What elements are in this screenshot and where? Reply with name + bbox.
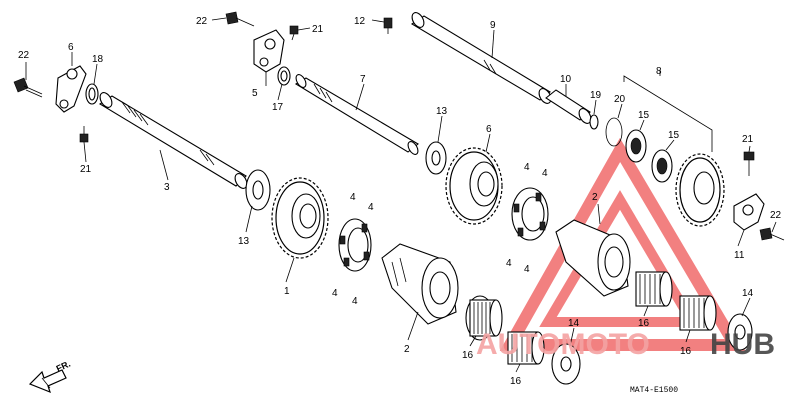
bracket-5 xyxy=(253,29,285,73)
label-4-f: 4 xyxy=(542,168,548,179)
label-13-right: 13 xyxy=(436,106,448,117)
gear-2-right xyxy=(555,219,631,297)
circlip-19 xyxy=(589,114,599,130)
gear-2-center xyxy=(381,243,459,325)
snap-ring-20 xyxy=(605,117,623,147)
shaft-7 xyxy=(294,74,419,155)
label-4-a: 4 xyxy=(350,192,356,203)
washer-13-left xyxy=(245,169,271,211)
label-4-h: 4 xyxy=(524,264,530,275)
arm-6-left xyxy=(55,65,87,113)
arm-11 xyxy=(733,193,765,231)
label-6-left: 6 xyxy=(68,42,74,53)
label-7: 7 xyxy=(360,74,366,85)
label-4-g: 4 xyxy=(506,258,512,269)
front-direction-indicator: FR. xyxy=(28,359,72,394)
label-4-e: 4 xyxy=(524,162,530,173)
label-20: 20 xyxy=(614,94,626,105)
bolt-21-right xyxy=(743,151,755,176)
label-9: 9 xyxy=(490,20,496,31)
label-16-a: 16 xyxy=(462,350,474,361)
label-13-left: 13 xyxy=(238,236,250,247)
bolt-12 xyxy=(383,17,393,34)
washer-14-lower xyxy=(551,343,581,385)
gear-6 xyxy=(445,147,503,225)
part-labels: 22 6 18 21 3 13 22 21 5 17 7 12 9 13 6 1… xyxy=(18,16,782,387)
label-12: 12 xyxy=(354,16,366,27)
label-2-center: 2 xyxy=(404,344,410,355)
label-4-c: 4 xyxy=(332,288,338,299)
shaft-3 xyxy=(98,92,248,189)
label-19: 19 xyxy=(590,90,602,101)
needle-bearing-4-right xyxy=(511,187,549,241)
label-15-a: 15 xyxy=(638,110,650,121)
bolt-21-top xyxy=(289,25,299,41)
ball-bearing-15-b xyxy=(651,149,673,183)
gear-8 xyxy=(675,153,725,227)
diagram-code: MAT4-E1500 xyxy=(630,386,678,395)
washer-13-right xyxy=(425,141,447,175)
leader-lines xyxy=(25,17,777,373)
bolt-22-top xyxy=(225,11,255,27)
label-17: 17 xyxy=(272,102,284,113)
label-22-right: 22 xyxy=(770,210,782,221)
bolt-22-left xyxy=(13,77,43,98)
label-4-d: 4 xyxy=(352,296,358,307)
label-10: 10 xyxy=(560,74,572,85)
label-21-right: 21 xyxy=(742,134,754,145)
needle-bearing-4-left xyxy=(338,218,372,272)
label-21-top: 21 xyxy=(312,24,324,35)
label-8: 8 xyxy=(656,66,662,77)
label-14-right: 14 xyxy=(742,288,754,299)
label-15-b: 15 xyxy=(668,130,680,141)
front-arrow-icon xyxy=(28,369,67,394)
watermark-text-left: AUTOMOTO xyxy=(476,328,650,361)
label-11: 11 xyxy=(734,250,745,261)
label-6-right: 6 xyxy=(486,124,492,135)
front-direction-label: FR. xyxy=(55,359,72,374)
label-22-top: 22 xyxy=(196,16,208,27)
label-5: 5 xyxy=(252,88,258,99)
watermark-text-right: HUB xyxy=(710,328,775,361)
washer-18 xyxy=(85,83,99,105)
bolt-21-left xyxy=(79,126,89,143)
gear-1 xyxy=(271,177,329,259)
needle-bearing-16-b xyxy=(507,331,545,365)
washer-14-right xyxy=(727,313,753,351)
label-18: 18 xyxy=(92,54,104,65)
label-16-b: 16 xyxy=(510,376,522,387)
bolt-22-right xyxy=(759,227,785,241)
needle-bearing-16-d xyxy=(679,295,717,331)
ball-bearing-15-a xyxy=(625,129,647,163)
label-3: 3 xyxy=(164,182,170,193)
needle-bearing-16-c xyxy=(635,271,673,307)
watermark: AUTOMOTO HUB xyxy=(476,328,775,361)
label-2-right: 2 xyxy=(592,192,598,203)
label-22-left: 22 xyxy=(18,50,30,61)
label-16-d: 16 xyxy=(680,346,692,357)
shaft-9 xyxy=(410,12,552,104)
collar-10 xyxy=(545,89,592,124)
needle-bearing-16-a xyxy=(465,295,503,341)
label-1: 1 xyxy=(284,286,290,297)
label-4-b: 4 xyxy=(368,202,374,213)
washer-17 xyxy=(277,66,291,86)
label-14-lower: 14 xyxy=(568,318,580,329)
label-21-left: 21 xyxy=(80,164,92,175)
label-16-c: 16 xyxy=(638,318,650,329)
